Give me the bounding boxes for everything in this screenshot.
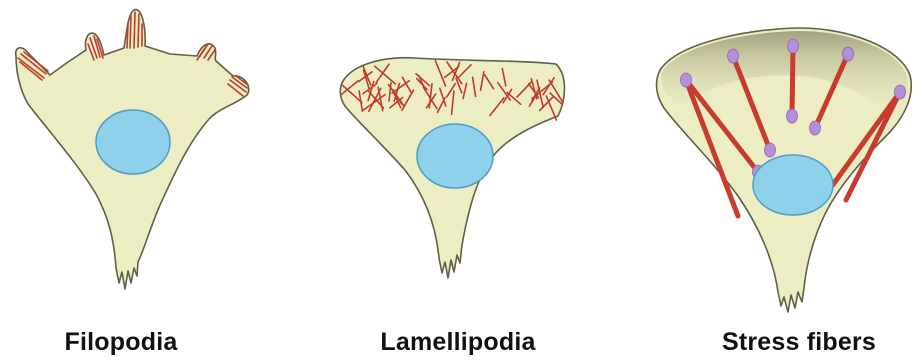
focal-adhesion: [681, 73, 692, 87]
caption-stress-fibers: Stress fibers: [722, 328, 876, 357]
caption-filopodia: Filopodia: [65, 328, 178, 357]
stress-fiber: [792, 46, 793, 116]
stress-fibers-cell: [657, 28, 912, 312]
filopodia-cell: [16, 10, 249, 289]
focal-adhesion: [787, 109, 798, 123]
focal-adhesion: [810, 121, 821, 135]
focal-adhesion: [788, 39, 799, 53]
stress-fibers-nucleus: [753, 155, 833, 215]
focal-adhesion: [895, 85, 906, 99]
focal-adhesion: [843, 47, 854, 61]
lamellipodia-cell: [340, 58, 564, 278]
focal-adhesion: [765, 143, 776, 157]
lamellipodia-nucleus: [417, 124, 493, 188]
filopodia-nucleus: [96, 110, 170, 174]
focal-adhesion: [728, 49, 739, 63]
caption-lamellipodia: Lamellipodia: [380, 328, 535, 357]
